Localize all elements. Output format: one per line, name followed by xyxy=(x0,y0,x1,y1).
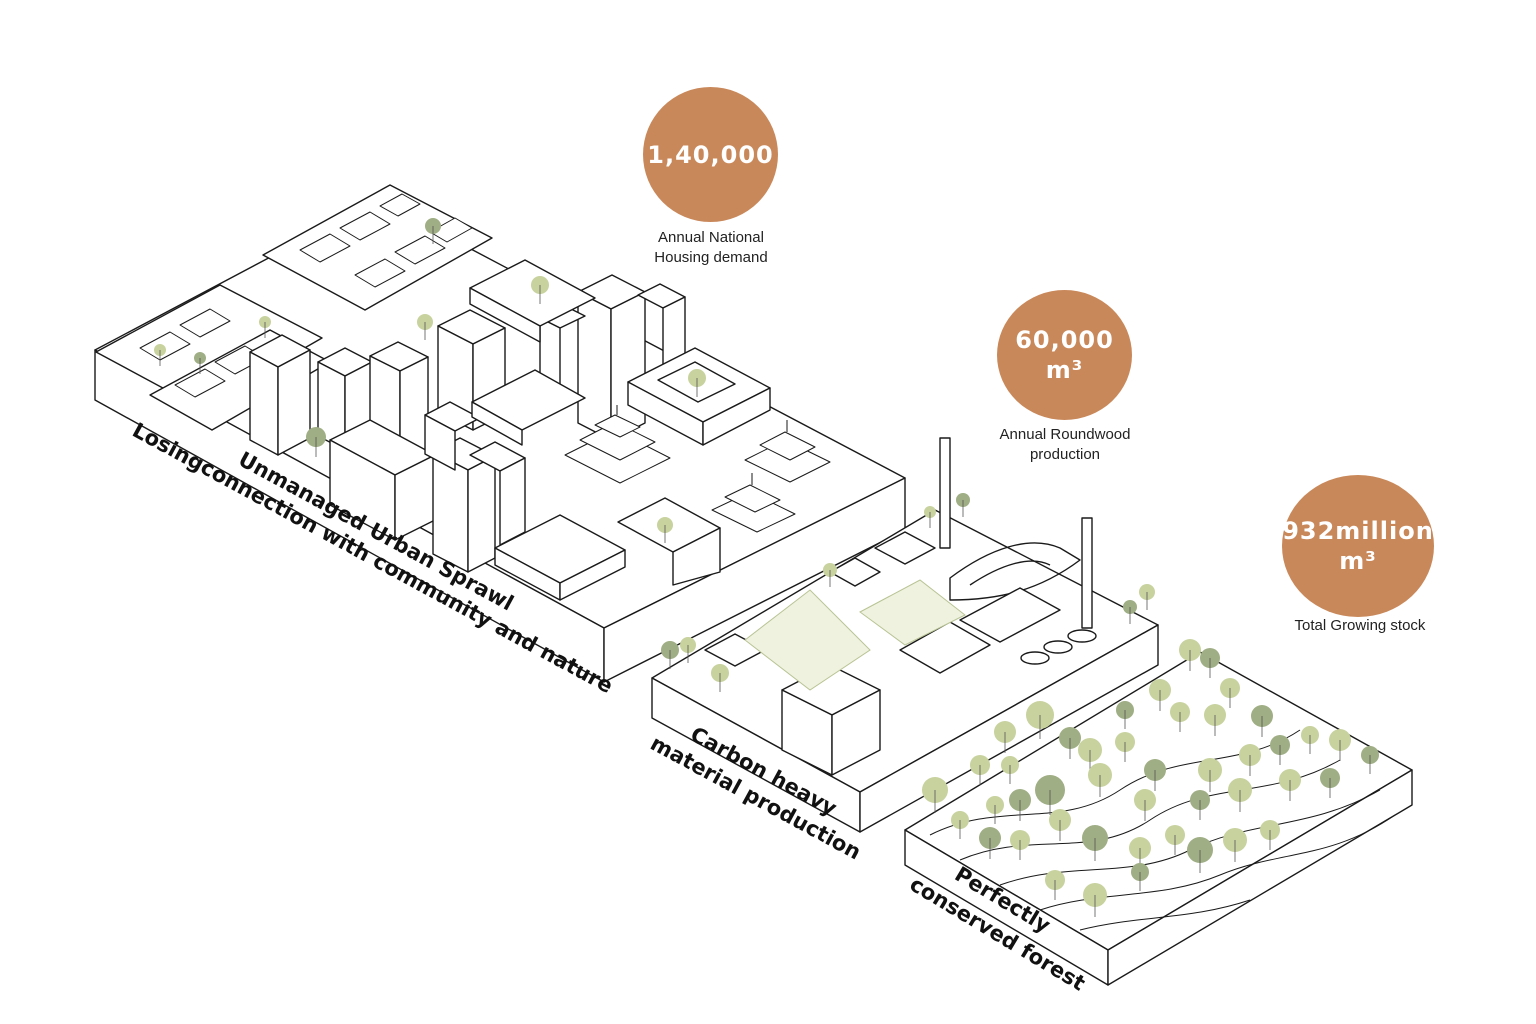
stat-circle-housing: 1,40,000 xyxy=(643,87,778,222)
forest-platform xyxy=(904,651,1413,986)
pagodas xyxy=(564,405,831,533)
stat-label-line: Annual National xyxy=(658,229,764,246)
housing-clusters xyxy=(95,184,493,431)
stat-value: 1,40,000 xyxy=(647,140,774,169)
stat-label-line: Annual Roundwood xyxy=(999,426,1131,443)
stat-label-roundwood: Annual Roundwood production xyxy=(955,425,1175,465)
stat-label-line: Total Growing stock xyxy=(1294,617,1426,634)
stat-label-line: Housing demand xyxy=(654,249,768,266)
stat-circle-roundwood: 60,000 m³ xyxy=(997,290,1132,420)
stat-label-housing: Annual National Housing demand xyxy=(601,228,821,268)
stat-label-line: production xyxy=(1029,446,1101,463)
stat-unit: m³ xyxy=(1045,356,1084,384)
stat-label-growing-stock: Total Growing stock xyxy=(1250,616,1470,636)
stat-circle-growing-stock: 932million m³ xyxy=(1282,475,1434,617)
tree-group xyxy=(154,218,1379,917)
stat-value: 60,000 xyxy=(1015,326,1114,354)
courtyard-blocks xyxy=(469,259,771,601)
stat-unit: m³ xyxy=(1339,547,1377,575)
stat-value: 932million xyxy=(1282,517,1434,545)
crop-fields xyxy=(744,579,966,691)
